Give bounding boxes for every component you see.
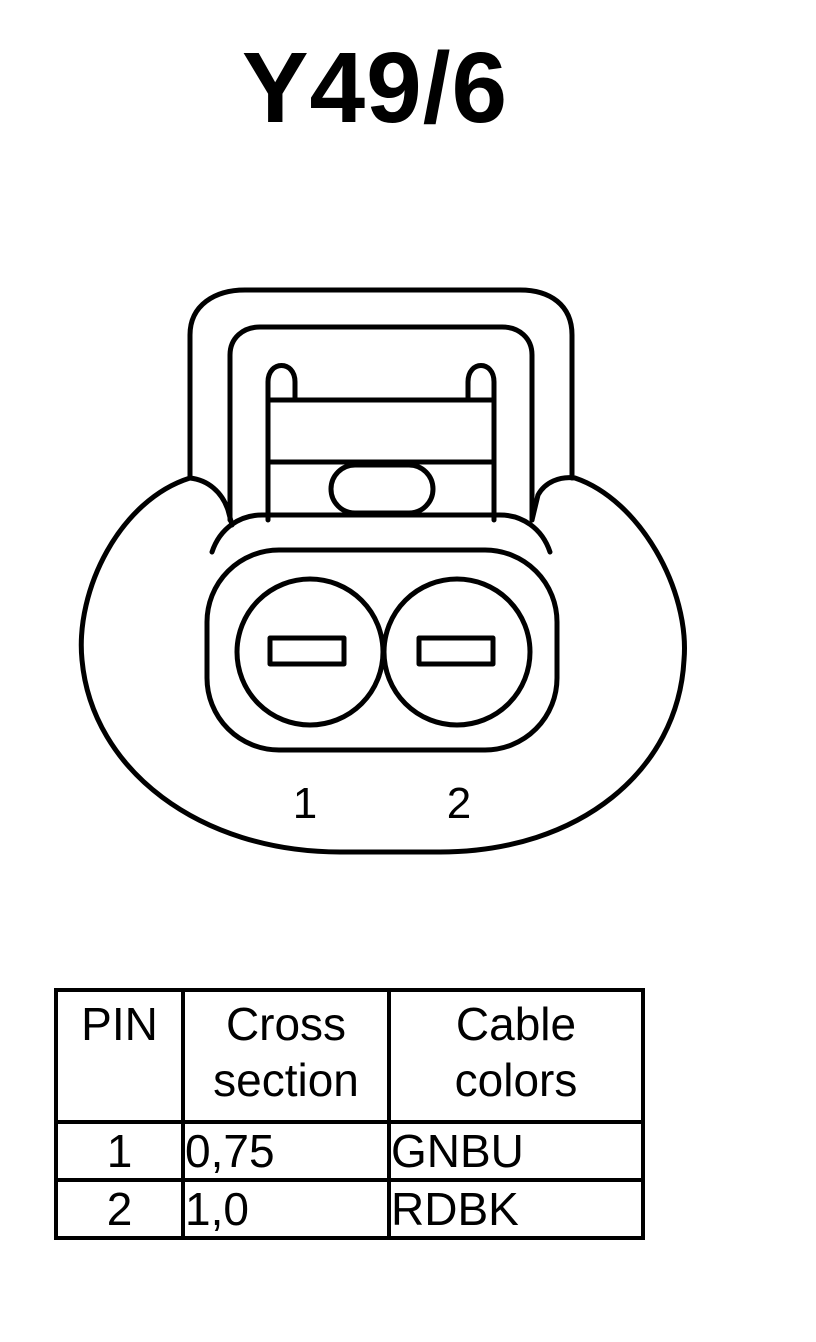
plug-face-outer [209, 512, 553, 555]
header-color-line-1: Cable [455, 998, 577, 1050]
connector-diagram: 1 2 [78, 287, 687, 855]
header-cable-colors: Cable colors [387, 988, 645, 1124]
terminal-1 [267, 635, 347, 667]
row-1-color: GNBU [387, 1120, 645, 1182]
header-cross-line-1: Cross [225, 998, 347, 1050]
header-cross-line-2: section [213, 1054, 359, 1106]
pin-cavity-1 [234, 576, 386, 728]
latch-post-left [265, 363, 298, 523]
connector-title: Y49/6 [241, 32, 509, 144]
latch-post-right [465, 363, 497, 523]
terminal-2 [416, 635, 496, 667]
pin-cavity-2 [381, 576, 533, 728]
latch-outer [187, 287, 575, 481]
header-cross-section: Cross section [181, 988, 391, 1124]
table-header-row: PIN Cross section Cable colors [54, 988, 645, 1124]
latch-inner [227, 324, 535, 523]
row-2-color: RDBK [387, 1178, 645, 1240]
header-color-line-2: colors [454, 1054, 578, 1106]
plug-face-inner [204, 547, 560, 753]
row-2-pin: 2 [54, 1178, 185, 1240]
table-row: 1 0,75 GNBU [54, 1120, 645, 1182]
header-pin-label: PIN [81, 998, 158, 1050]
row-1-cross-section: 0,75 [181, 1120, 391, 1182]
table-row: 2 1,0 RDBK [54, 1178, 645, 1240]
latch-oval [328, 462, 436, 516]
row-2-cross-section: 1,0 [181, 1178, 391, 1240]
header-pin: PIN [54, 988, 185, 1124]
pinout-table: PIN Cross section Cable colors 1 0,75 GN… [54, 988, 645, 1240]
pin-number-2: 2 [447, 779, 471, 828]
row-1-pin: 1 [54, 1120, 185, 1182]
pin-number-1: 1 [293, 779, 317, 828]
